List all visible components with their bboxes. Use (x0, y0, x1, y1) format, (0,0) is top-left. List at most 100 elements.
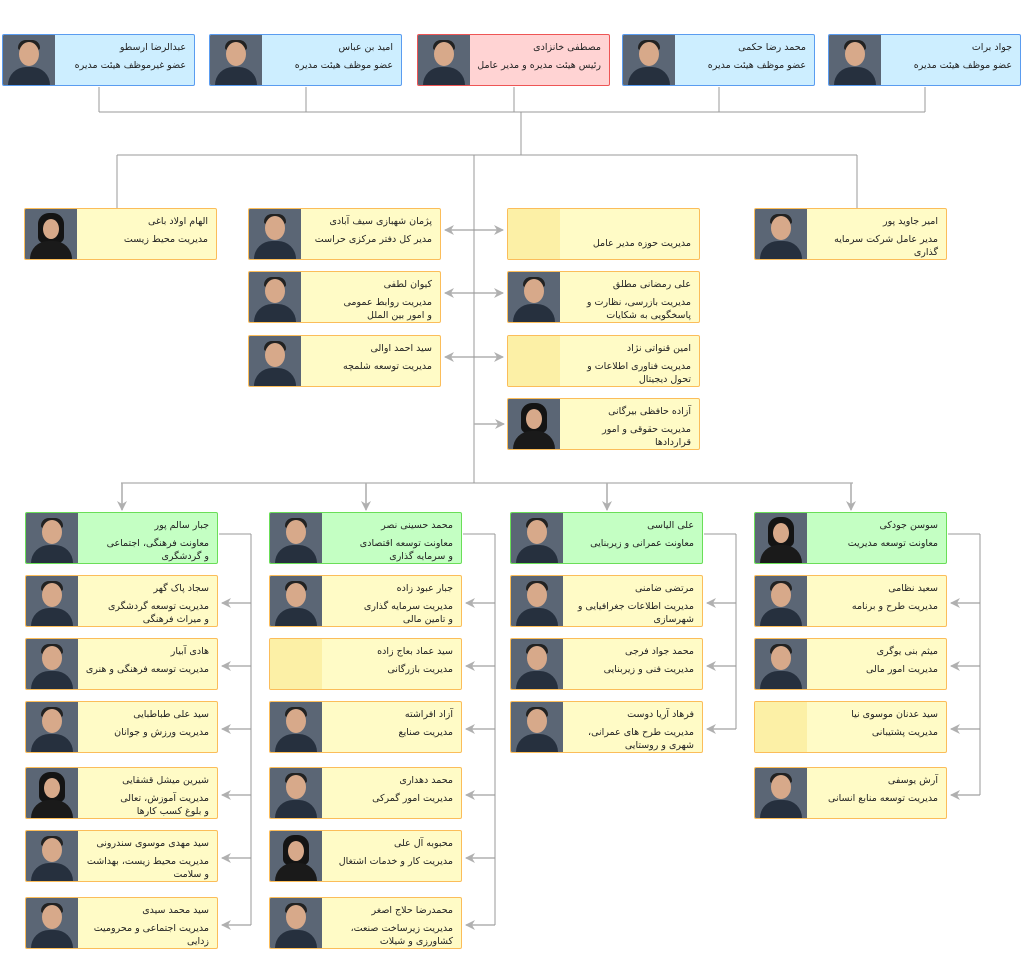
avatar (249, 272, 301, 322)
person-name: سید عماد بعاج زاده (377, 646, 453, 657)
person-name: سوسن جودکی (879, 520, 938, 531)
person-name: آزاده حافظی بیرگانی (608, 406, 691, 417)
avatar (270, 513, 322, 563)
person-title: مدیریت امور مالی (866, 664, 938, 675)
avatar (270, 702, 322, 752)
person-name: سید علی طباطبایی (133, 709, 209, 720)
unit-card[interactable]: سجاد پاک گهر مدیریت توسعه گردشگری و میراث… (25, 575, 218, 627)
ceo-staff-card[interactable]: مدیریت حوزه مدیر عامل (507, 208, 700, 260)
avatar (755, 209, 807, 259)
avatar (755, 576, 807, 626)
avatar (270, 831, 322, 881)
avatar (3, 35, 55, 85)
person-text: آزاده حافظی بیرگانی مدیریت حقوقی و امور ق… (564, 405, 691, 449)
person-title: معاونت توسعه مدیریت (847, 538, 938, 549)
photo-placeholder (270, 639, 322, 689)
person-name: مرتضی ضامنی (635, 583, 694, 594)
person-title: مدیریت محیط زیست (123, 234, 208, 245)
avatar (26, 576, 78, 626)
person-title: مدیریت بازرگانی (387, 664, 453, 675)
avatar (26, 898, 78, 948)
person-title: مدیریت توسعه گردشگری و میراث فرهنگی (107, 601, 209, 625)
person-name: الهام اولاد باغی (147, 216, 208, 227)
person-name: جبار سالم پور (154, 520, 209, 531)
person-title: مدیریت زیرساخت صنعت، کشاورزی و شیلات (350, 923, 453, 947)
person-title: معاونت عمرانی و زیربنایی (590, 538, 694, 549)
person-text: الهام اولاد باغی مدیریت محیط زیست (81, 215, 208, 246)
person-name: سجاد پاک گهر (153, 583, 209, 594)
person-name: سعید نظامی (888, 583, 938, 594)
photo-placeholder (508, 336, 560, 386)
deputy-card[interactable]: سوسن جودکی معاونت توسعه مدیریت (754, 512, 947, 564)
person-title: مدیریت توسعه منابع انسانی (828, 793, 938, 804)
avatar (755, 513, 807, 563)
avatar (249, 336, 301, 386)
ceo-staff-card[interactable]: آزاده حافظی بیرگانی مدیریت حقوقی و امور ق… (507, 398, 700, 450)
person-name: محمد جواد فرجی (625, 646, 694, 657)
person-name: امیر جاوید پور (882, 216, 938, 227)
person-name: فرهاد آریا دوست (627, 709, 694, 720)
unit-card[interactable]: سید محمد سیدی مدیریت اجتماعی و محرومیت زد… (25, 897, 218, 949)
avatar (210, 35, 262, 85)
person-name: سید مهدی موسوی سندرونی (96, 838, 209, 849)
person-title: مدیریت حقوقی و امور قراردادها (602, 424, 691, 448)
person-text: سید عماد بعاج زاده مدیریت بازرگانی (326, 645, 453, 676)
unit-card[interactable]: الهام اولاد باغی مدیریت محیط زیست (24, 208, 217, 260)
person-title: مدیریت اجتماعی و محرومیت زدایی (93, 923, 209, 947)
person-title: مدیریت آموزش، تعالی و بلوغ کسب کارها (120, 793, 209, 817)
person-name: محمد دهداری (399, 775, 453, 786)
avatar (270, 898, 322, 948)
avatar (755, 768, 807, 818)
person-title: عضو موظف هیئت مدیره (913, 60, 1012, 71)
unit-card[interactable]: سید عماد بعاج زاده مدیریت بازرگانی (269, 638, 462, 690)
person-name: محمد حسینی نصر (381, 520, 453, 531)
person-title: مدیریت روابط عمومی و امور بین الملل (343, 297, 432, 321)
person-text: سوسن جودکی معاونت توسعه مدیریت (811, 519, 938, 550)
person-name: سید محمد سیدی (142, 905, 209, 916)
